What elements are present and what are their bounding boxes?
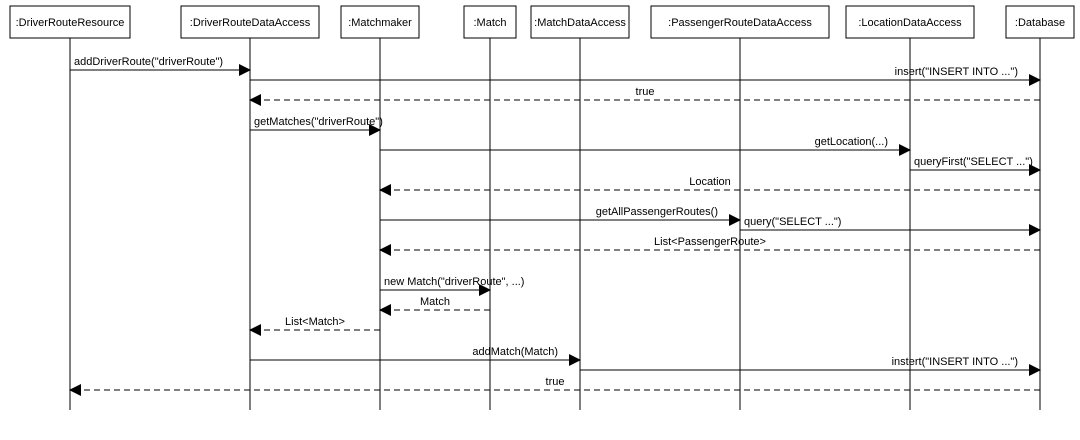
participant-box (463, 5, 517, 39)
participant-box (650, 5, 830, 39)
participant-label: :DriverRouteDataAccess (190, 17, 311, 29)
message-label: Location (689, 176, 731, 188)
message-15: instert("INSERT INTO ...") (580, 356, 1041, 376)
message-label: insert("INSERT INTO ...") (895, 66, 1018, 78)
message-label: getMatches("driverRoute") (254, 116, 383, 128)
message-1: addDriverRoute("driverRoute") (70, 56, 251, 76)
message-13: List<Match> (249, 316, 380, 336)
message-label: getAllPassengerRoutes() (596, 206, 718, 218)
message-label: List<PassengerRoute> (654, 236, 766, 248)
participant-box (530, 5, 630, 39)
message-2: insert("INSERT INTO ...") (250, 66, 1041, 86)
message-12: Match (379, 296, 490, 316)
participant-mda: :MatchDataAccess (530, 5, 630, 39)
message-label: addMatch(Match) (472, 346, 558, 358)
message-label: addDriverRoute("driverRoute") (74, 56, 223, 68)
participant-db: :Database (1005, 5, 1075, 39)
message-16: true (69, 376, 1040, 396)
messages: addDriverRoute("driverRoute") insert("INS… (69, 56, 1041, 396)
participant-box (9, 5, 131, 39)
participant-label: :Matchmaker (348, 17, 412, 29)
message-label: new Match("driverRoute", ...) (384, 276, 524, 288)
participant-drda: :DriverRouteDataAccess (180, 5, 320, 39)
message-11: new Match("driverRoute", ...) (380, 276, 524, 296)
participant-label: :MatchDataAccess (534, 17, 626, 29)
message-label: Match (420, 296, 450, 308)
participants: :DriverRouteResource :DriverRouteDataAcce… (9, 5, 1075, 39)
participant-label: :Match (473, 17, 506, 29)
message-label: getLocation(...) (815, 136, 888, 148)
message-14: addMatch(Match) (250, 346, 581, 366)
participant-mm: :Matchmaker (340, 5, 420, 39)
participant-match: :Match (463, 5, 517, 39)
message-label: true (636, 86, 655, 98)
participant-box (340, 5, 420, 39)
participant-label: :Database (1015, 17, 1065, 29)
message-10: List<PassengerRoute> (379, 236, 1040, 256)
message-label: queryFirst("SELECT ...") (914, 156, 1033, 168)
participant-label: :PassengerRouteDataAccess (668, 17, 812, 29)
message-3: true (249, 86, 1040, 106)
participant-label: :LocationDataAccess (858, 17, 962, 29)
participant-box (845, 5, 975, 39)
message-5: getLocation(...) (380, 136, 911, 156)
message-label: true (546, 376, 565, 388)
message-9: query("SELECT ...") (740, 216, 1041, 236)
participant-lda: :LocationDataAccess (845, 5, 975, 39)
message-8: getAllPassengerRoutes() (380, 206, 741, 226)
message-label: query("SELECT ...") (744, 216, 841, 228)
participant-box (180, 5, 320, 39)
message-label: List<Match> (285, 316, 345, 328)
message-label: instert("INSERT INTO ...") (892, 356, 1018, 368)
message-6: queryFirst("SELECT ...") (910, 156, 1041, 176)
message-7: Location (379, 176, 1040, 196)
participant-prda: :PassengerRouteDataAccess (650, 5, 830, 39)
message-4: getMatches("driverRoute") (250, 116, 383, 136)
participant-drr: :DriverRouteResource (9, 5, 131, 39)
participant-label: :DriverRouteResource (16, 17, 125, 29)
participant-box (1005, 5, 1075, 39)
